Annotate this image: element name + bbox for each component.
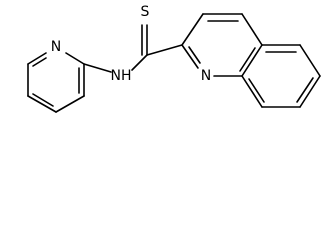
- bond-q-c4a-c8a: [241, 44, 263, 77]
- bond-q-inner-5: [296, 77, 314, 103]
- bond-q-c6-c7: [299, 75, 321, 108]
- pyridine-nitrogen-label: N: [51, 39, 61, 55]
- bond-q-c8-c8a: [241, 75, 263, 108]
- atom-labels: S NH N N: [51, 4, 211, 84]
- bonds: [27, 13, 321, 113]
- bond-cthio-qc2: [146, 44, 183, 56]
- bond-c2-nh: [83, 63, 112, 73]
- amide-nitrogen-label: NH: [111, 68, 132, 84]
- bond-q-inner-6: [248, 78, 265, 103]
- bond-pyr-n1-c2: [65, 52, 85, 65]
- bond-pyr-inner-3: [32, 57, 47, 67]
- bond-nh-cthio: [131, 54, 148, 71]
- bond-q-inner-3: [188, 46, 201, 64]
- bond-q-c4-c4a: [241, 13, 263, 46]
- bond-q-inner-2: [239, 47, 256, 72]
- bond-pyr-c6-n1: [27, 52, 47, 65]
- bond-pyr-inner-2: [32, 93, 54, 107]
- quinoline-nitrogen-label: N: [201, 68, 211, 84]
- molecule-structure: S NH N N: [27, 4, 321, 113]
- sulfur-atom-label: S: [141, 4, 150, 20]
- bond-q-c5-c6: [299, 44, 321, 77]
- bond-pyr-c3-c4: [55, 95, 85, 113]
- bond-q-n1-c2: [181, 44, 199, 69]
- bond-q-c2-c3: [181, 13, 204, 46]
- bond-pyr-c4-c5: [27, 95, 57, 113]
